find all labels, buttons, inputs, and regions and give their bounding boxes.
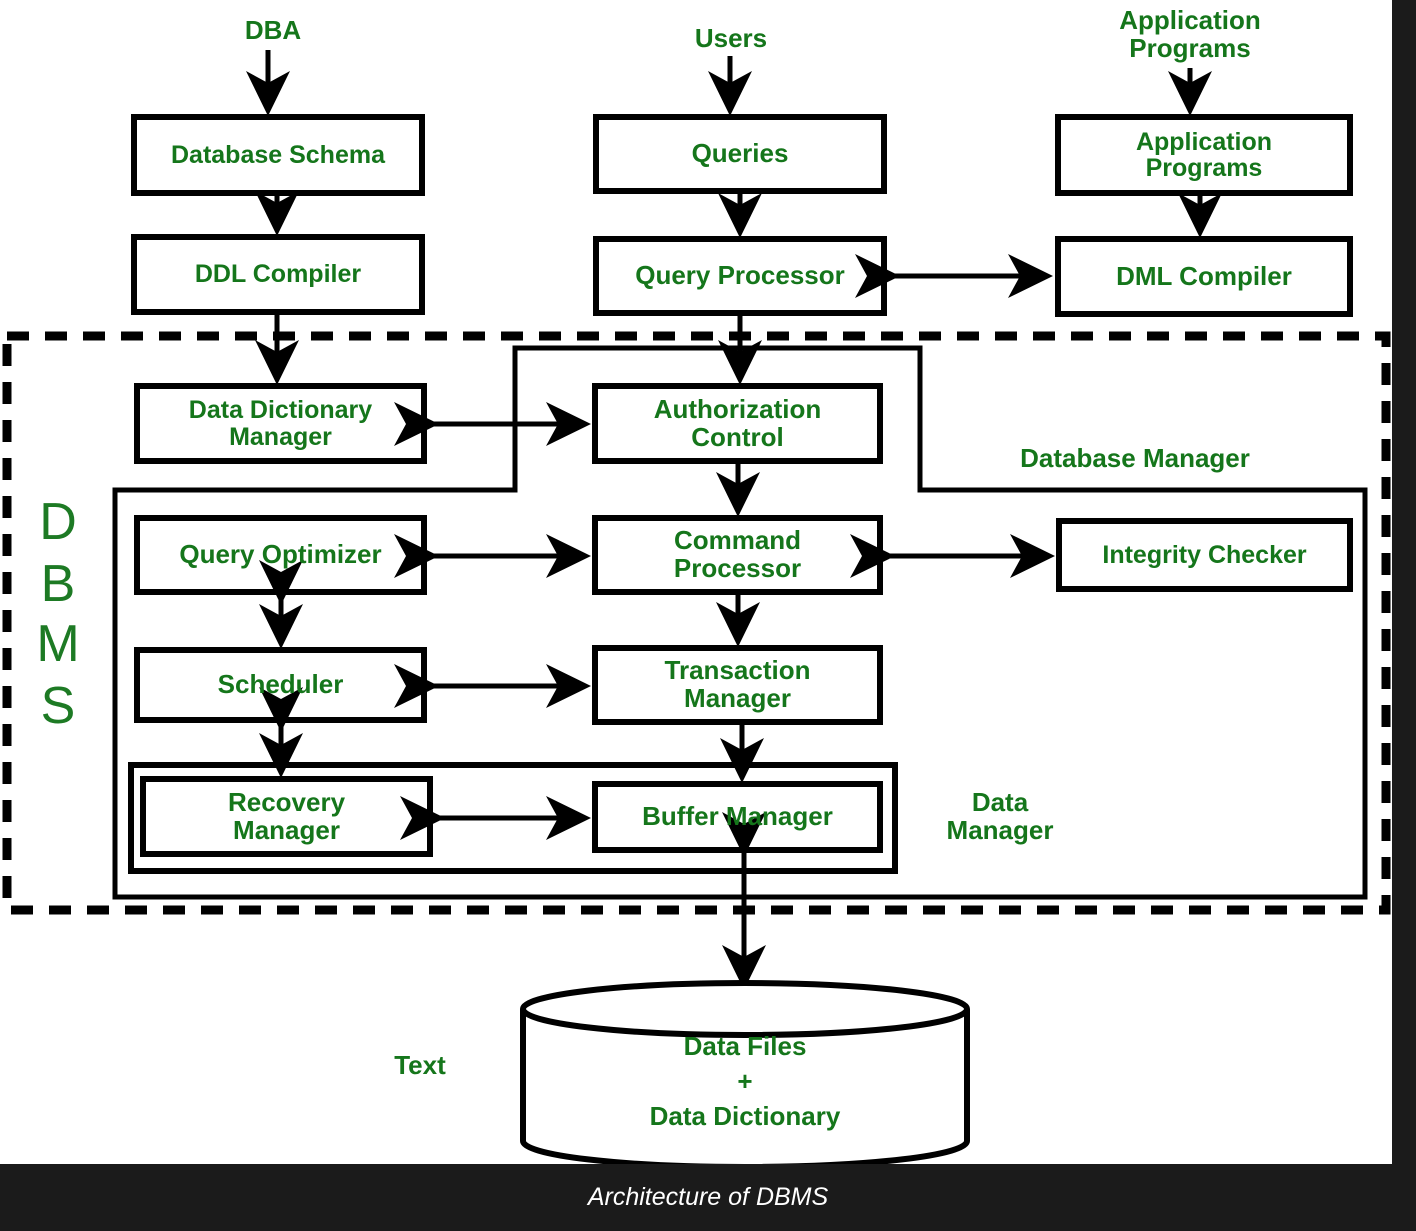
box-queries [593,114,887,194]
box-scheduler [134,647,427,723]
box-buffer-manager [592,781,883,853]
box-application-programs [1055,114,1353,196]
box-integrity-checker [1056,518,1353,592]
box-dml-compiler [1055,236,1353,317]
dbms-letter-b: B [40,555,76,613]
box-query-processor [593,236,887,316]
box-data-dictionary-manager [134,383,427,464]
box-recovery-manager [140,776,433,857]
box-query-optimizer [134,515,427,595]
right-dark-band [1392,0,1416,1164]
dbms-letter-m: M [36,615,80,673]
box-authorization-control [592,383,883,464]
box-ddl-compiler [131,234,425,315]
dbms-letter-d: D [39,493,77,551]
dbms-letter-s: S [40,677,76,735]
box-command-processor [592,515,883,595]
box-database-schema [131,114,425,196]
database-manager-outline [112,345,1368,900]
dbms-dashed-boundary [2,331,1391,915]
caption-bar: Architecture of DBMS [0,1164,1416,1231]
box-transaction-manager [592,645,883,725]
caption-text: Architecture of DBMS [587,1183,829,1211]
storage-cylinder-top [520,980,970,1038]
data-manager-outline [128,762,898,874]
